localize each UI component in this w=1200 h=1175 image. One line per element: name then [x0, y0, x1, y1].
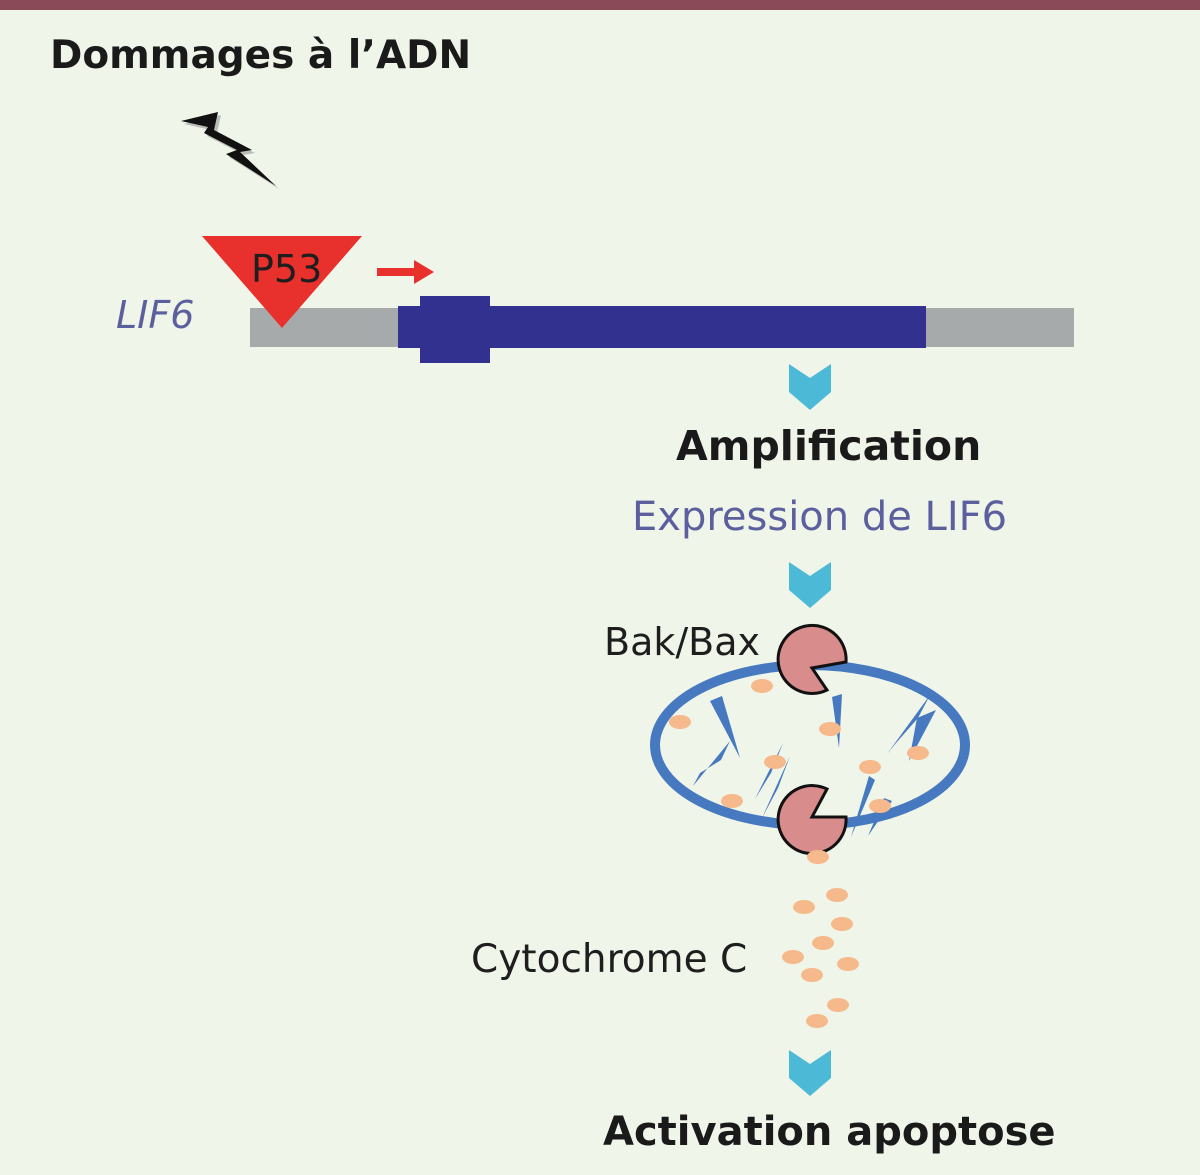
chevron-down-icon: [789, 364, 831, 410]
chevron-down-icon: [789, 562, 831, 608]
expression-label: Expression de LIF6: [632, 494, 1008, 540]
cytochrome-c-dots-inside: [669, 679, 929, 813]
amplification-label: Amplification: [676, 422, 982, 470]
gene-exon-block: [420, 296, 490, 363]
arrow-right-icon: [377, 260, 434, 284]
cytochrome-c-dots-released: [782, 850, 859, 1028]
p53-label: P53: [251, 247, 323, 291]
bak-bax-pore-bottom: [776, 784, 848, 856]
chevron-down-icon: [789, 1050, 831, 1096]
bak-bax-pore-top: [776, 623, 848, 695]
gene-name-label: LIF6: [116, 293, 195, 337]
dna-damage-label: Dommages à l’ADN: [50, 33, 472, 78]
cytochrome-c-label: Cytochrome C: [471, 937, 748, 982]
p53-binding-triangle: [202, 236, 362, 328]
lightning-bolt-icon: [181, 112, 279, 189]
top-frame-line: [0, 0, 1200, 10]
downstream-dna-segment: [923, 308, 1074, 347]
apoptosis-activation-label: Activation apoptose: [603, 1109, 1056, 1155]
bak-bax-label: Bak/Bax: [604, 620, 761, 664]
